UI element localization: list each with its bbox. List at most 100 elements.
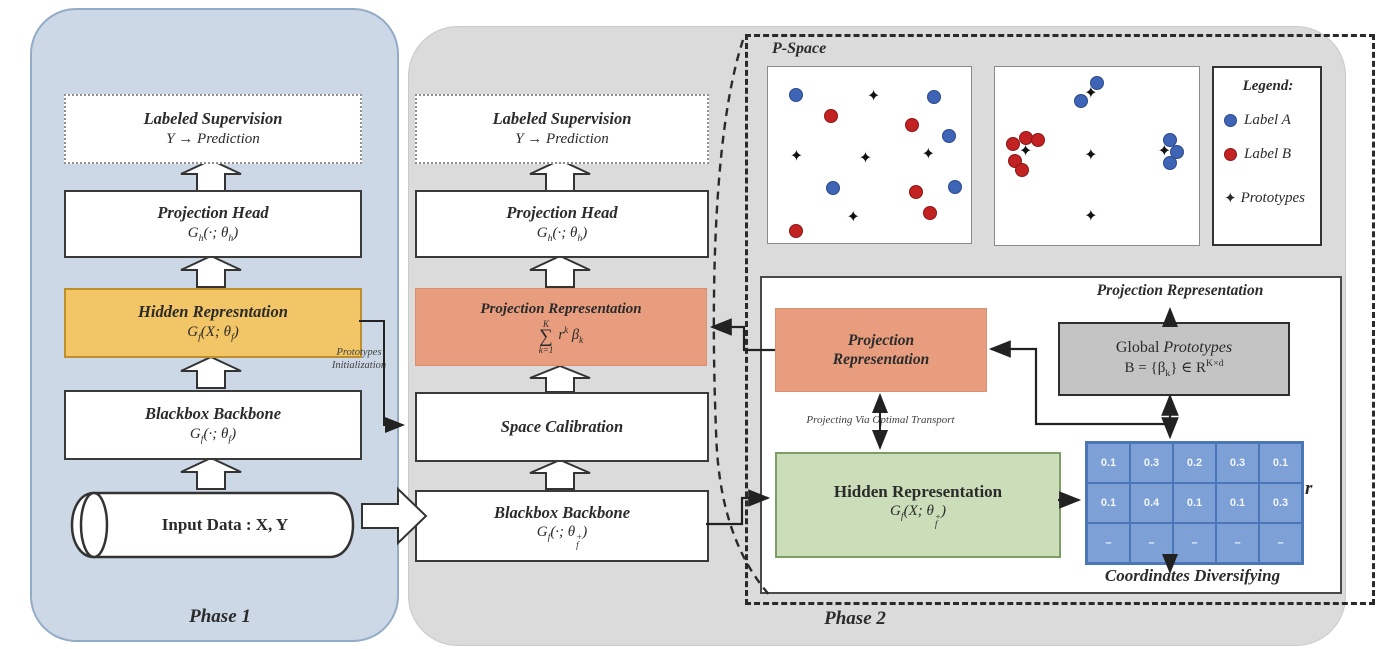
p1-up-arrow-3 — [179, 355, 243, 395]
p2-labeled-supervision-formula: Y → Prediction — [515, 130, 609, 147]
label-b-point — [909, 184, 924, 199]
r-matrix-cell: – — [1259, 523, 1302, 563]
r-matrix-cell: – — [1087, 523, 1130, 563]
p1-projection-head-title: Projection Head — [157, 203, 269, 223]
r-matrix-cell: 0.1 — [1087, 443, 1130, 483]
p1-blackbox-backbone-formula: Gf(·; θf) — [189, 425, 237, 445]
detail-hidden-representation-title: Hidden Representation — [833, 482, 1003, 502]
p1-labeled-supervision-title: Labeled Supervision — [143, 109, 283, 129]
r-matrix-label: r — [1305, 478, 1313, 499]
prototype-star-icon: ✦ — [1084, 205, 1098, 225]
r-matrix-cell: 0.4 — [1130, 483, 1173, 523]
cylinder-cap — [79, 491, 109, 559]
label-a-point — [941, 128, 956, 143]
p2-projection-head-box: Projection Head Gh(·; θh) — [415, 190, 709, 258]
p2-labeled-supervision-box: Labeled Supervision Y → Prediction — [415, 94, 709, 164]
r-matrix-cell: 0.3 — [1130, 443, 1173, 483]
p1-up-arrow-2 — [179, 254, 243, 293]
sum-rhs: rk βk — [558, 326, 584, 346]
legend-item-prototypes: ✦ Prototypes — [1224, 189, 1306, 207]
red-dot-icon — [1224, 148, 1237, 161]
label-a-point — [1163, 132, 1178, 147]
phase2-label: Phase 2 — [824, 608, 886, 629]
r-matrix-cell: – — [1130, 523, 1173, 563]
detail-hidden-representation-formula: Gf(X; θ+f) — [890, 503, 946, 530]
p2-sum-formula: K ∑ k=1 rk βk — [539, 319, 584, 354]
p2-blackbox-backbone-title: Blackbox Backbone — [493, 502, 631, 522]
r-matrix-cell: 0.3 — [1216, 443, 1259, 483]
label-a-point — [1163, 156, 1178, 171]
pspace-title: P-Space — [772, 40, 827, 57]
prototype-star-icon: ✦ — [921, 144, 936, 164]
detail-projection-representation-box: Projection Representation — [775, 308, 987, 392]
p1-labeled-supervision-box: Labeled Supervision Y → Prediction — [64, 94, 362, 164]
prototype-star-icon: ✦ — [1157, 141, 1172, 161]
p1-hidden-representation-title: Hidden Represntation — [138, 302, 288, 322]
label-b-point — [905, 118, 920, 133]
p2-space-calibration-title: Space Calibration — [500, 416, 624, 436]
label-b-point — [1030, 132, 1045, 147]
p2-projection-head-title: Projection Head — [506, 203, 618, 223]
phase1-label: Phase 1 — [189, 606, 251, 627]
blue-dot-icon — [1224, 114, 1237, 127]
p1-up-arrow-4 — [179, 456, 243, 495]
prototype-star-icon: ✦ — [789, 145, 804, 165]
p1-blackbox-backbone-title: Blackbox Backbone — [144, 404, 282, 424]
p2-blackbox-backbone-formula: Gf(·; θ+f) — [536, 524, 588, 550]
prototypes-initialization-note: Prototypes Initialization — [331, 347, 387, 372]
r-matrix-cell: 0.1 — [1173, 483, 1216, 523]
p1-projection-head-formula: Gh(·; θh) — [187, 224, 239, 244]
label-b-point — [823, 109, 838, 124]
label-a-point — [1090, 76, 1104, 91]
p2-labeled-supervision-title: Labeled Supervision — [492, 109, 632, 129]
legend-title: Legend: — [1242, 78, 1294, 94]
prototype-star-icon: ✦ — [858, 147, 873, 167]
phase-transfer-arrow — [360, 486, 428, 551]
pspace-scatter-after: ✦✦✦✦✦ — [994, 66, 1200, 246]
label-a-point — [1073, 93, 1088, 108]
input-data-label: Input Data : X, Y — [161, 515, 289, 534]
optimal-transport-label: Projecting Via Optimal Transport — [806, 414, 955, 426]
r-matrix-cell: 0.1 — [1216, 483, 1259, 523]
label-b-point — [923, 206, 938, 221]
p2-space-calibration-box: Space Calibration — [415, 392, 709, 462]
p1-hidden-representation-box: Hidden Represntation Gf(X; θf) — [64, 288, 362, 358]
label-a-point — [927, 89, 942, 104]
p2-projection-head-formula: Gh(·; θh) — [536, 224, 588, 244]
r-matrix-cell: 0.2 — [1173, 443, 1216, 483]
label-a-point — [947, 179, 962, 194]
pspace-legend: Legend: Label A Label B ✦ Prototypes — [1212, 66, 1322, 246]
r-matrix-cell: – — [1216, 523, 1259, 563]
prototype-star-icon: ✦ — [1084, 82, 1098, 102]
p2-projection-representation-box: Projection Representation K ∑ k=1 rk βk — [415, 288, 707, 366]
prototype-star-icon: ✦ — [1224, 189, 1237, 207]
label-a-point — [825, 181, 840, 196]
prototype-star-icon: ✦ — [1018, 141, 1033, 161]
p2-up-arrow-4 — [528, 458, 592, 495]
p1-blackbox-backbone-box: Blackbox Backbone Gf(·; θf) — [64, 390, 362, 460]
p2-blackbox-backbone-box: Blackbox Backbone Gf(·; θ+f) — [415, 490, 709, 562]
global-prototypes-box: Global Prototypes B = {βk} ∈ RK×d — [1058, 322, 1290, 396]
global-prototypes-formula: B = {βk} ∈ RK×d — [1124, 357, 1224, 379]
coordinates-diversifying-label: Coordinates Diversifying — [1104, 566, 1281, 585]
legend-item-label-a: Label A — [1224, 112, 1312, 129]
prototype-star-icon: ✦ — [846, 207, 860, 227]
detail-hidden-representation-box: Hidden Representation Gf(X; θ+f) — [775, 452, 1061, 558]
label-a-point — [789, 88, 804, 103]
label-b-point — [1006, 136, 1021, 151]
r-matrix-cell: 0.1 — [1259, 443, 1302, 483]
p2-up-arrow-2 — [528, 254, 592, 293]
label-b-point — [1014, 163, 1029, 178]
r-matrix-cell: 0.1 — [1087, 483, 1130, 523]
p2-projection-representation-title: Projection Representation — [480, 301, 642, 317]
p1-hidden-representation-formula: Gf(X; θf) — [187, 323, 239, 343]
detail-projection-representation-title: Projection Representation — [1096, 282, 1264, 299]
prototype-star-icon: ✦ — [866, 86, 881, 106]
p1-projection-head-box: Projection Head Gh(·; θh) — [64, 190, 362, 258]
input-data-cylinder: Input Data : X, Y — [64, 489, 362, 561]
pspace-scatter-before: ✦ ✦ ✦ ✦ ✦ — [767, 66, 972, 244]
global-prototypes-title: Global Prototypes — [1115, 338, 1233, 356]
legend-item-label-b: Label B — [1224, 146, 1312, 163]
